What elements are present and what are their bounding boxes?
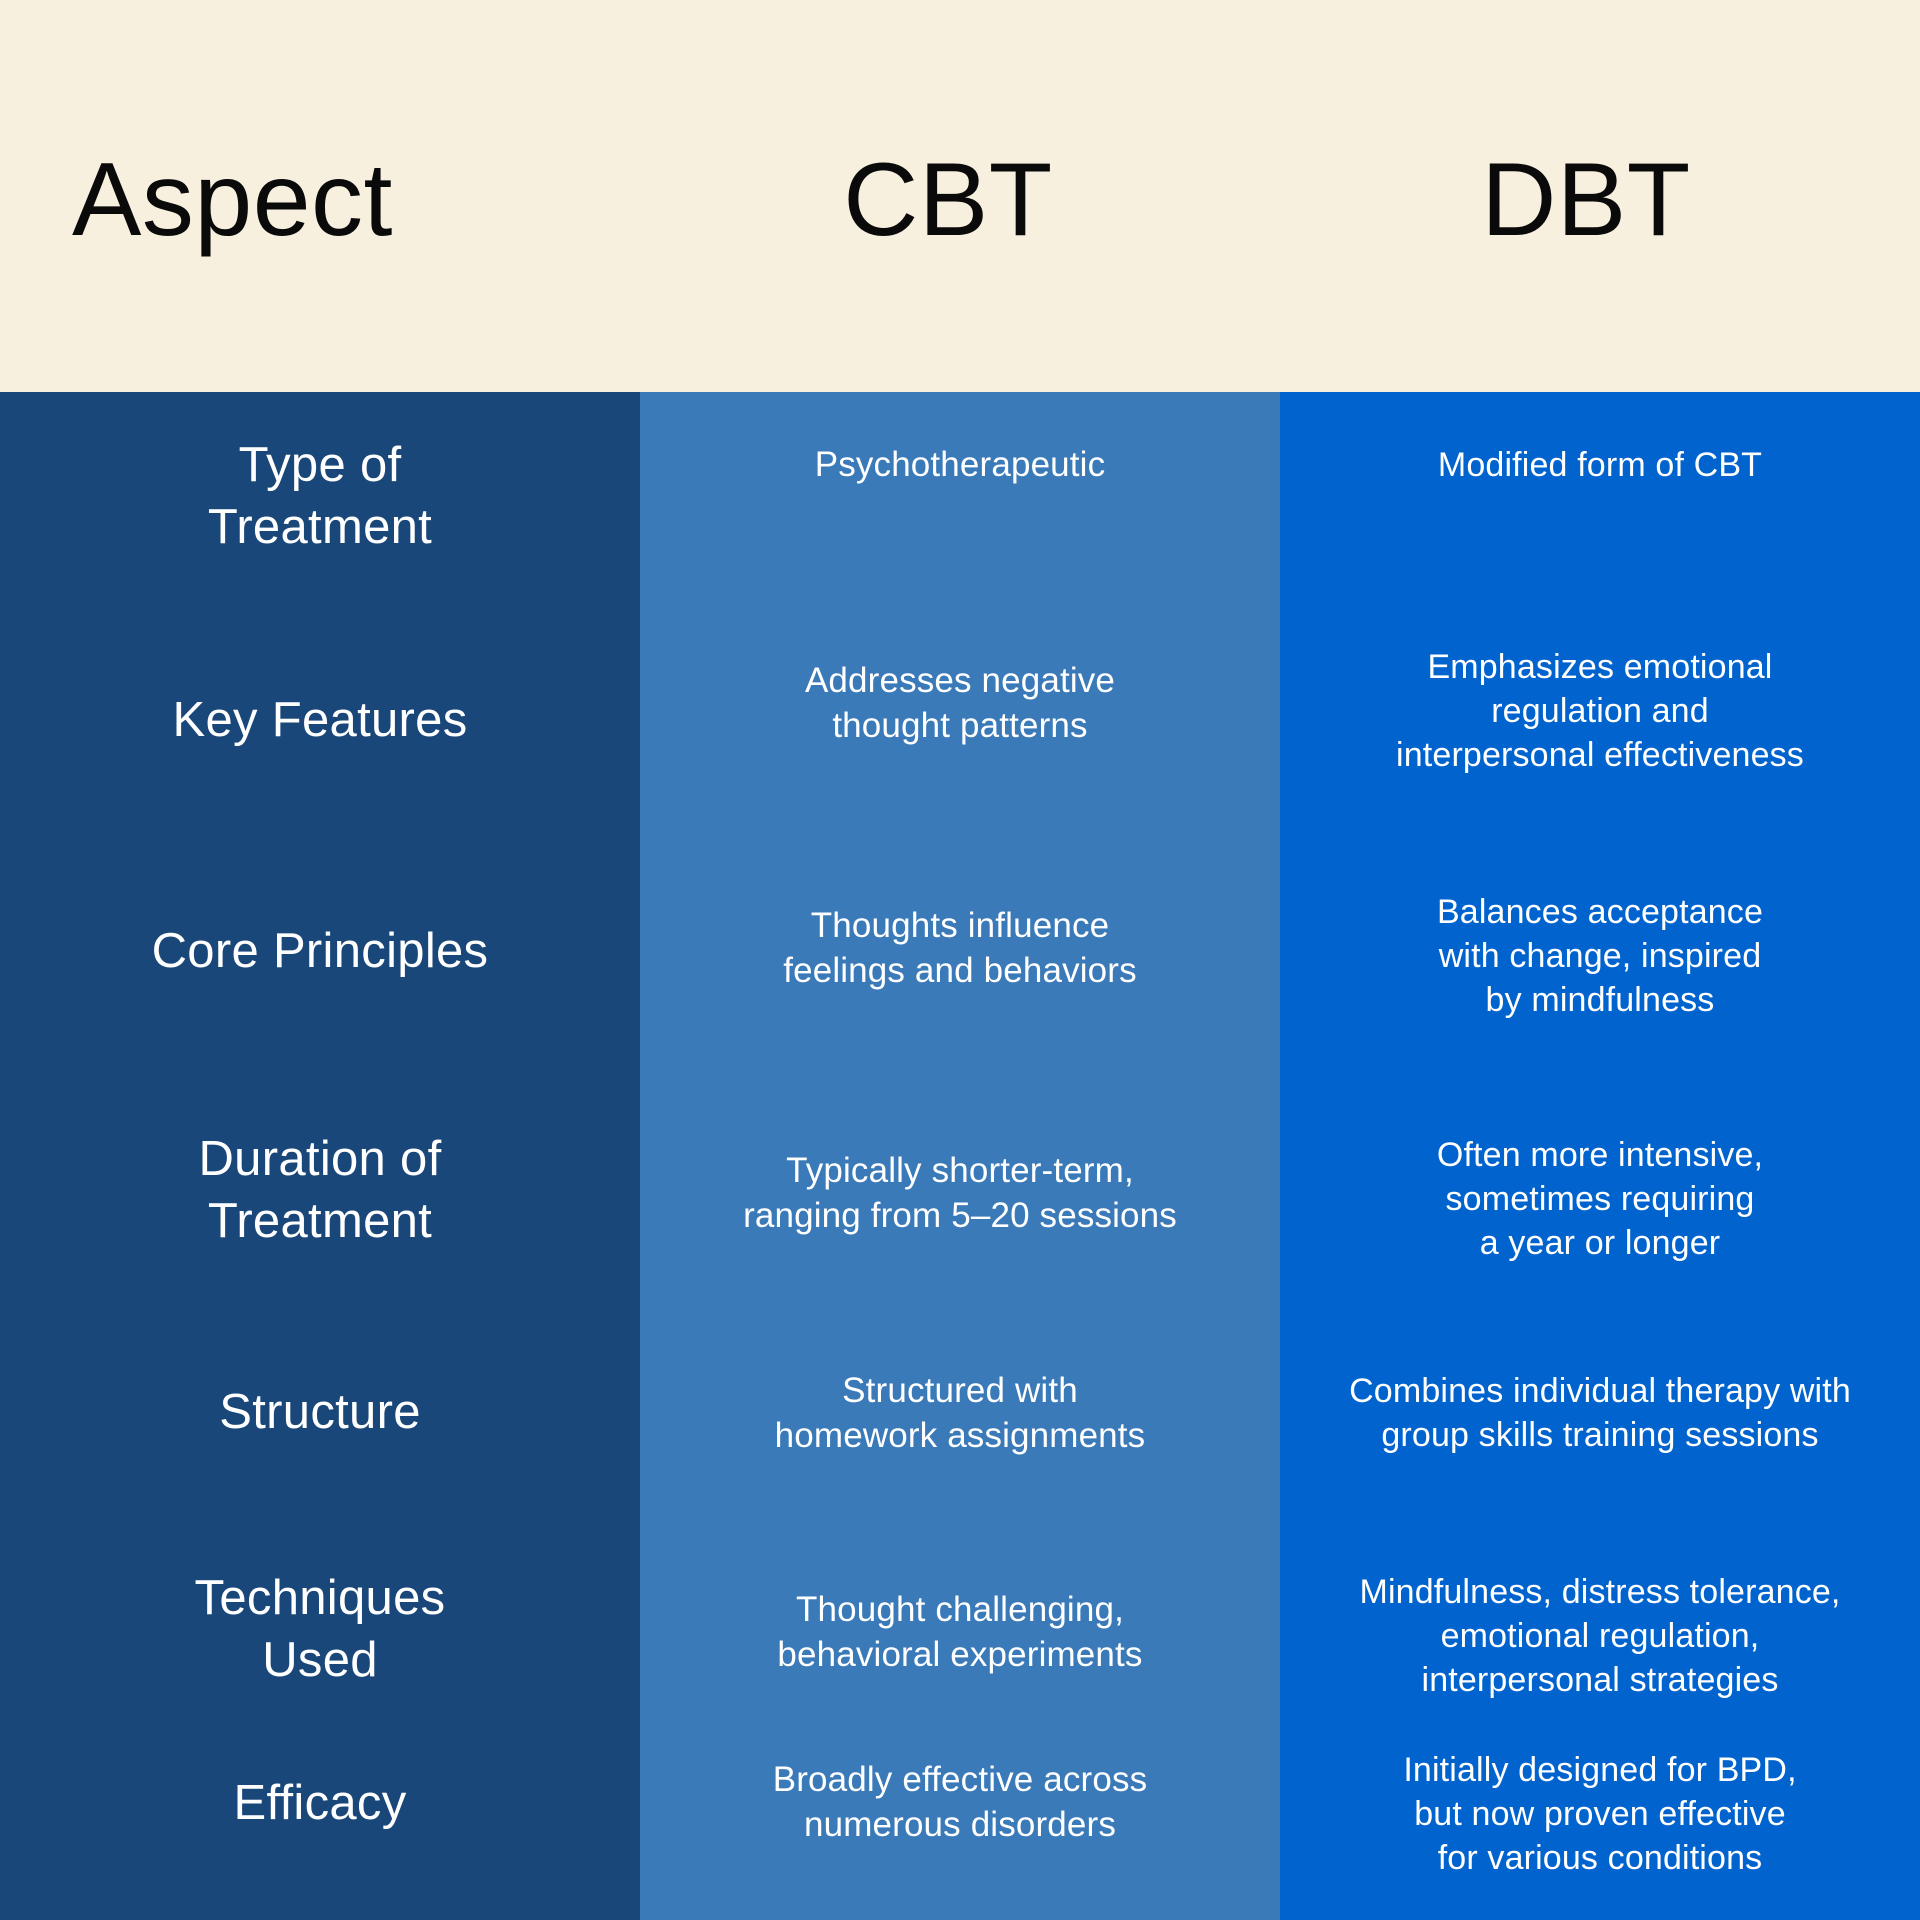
cbt-value: Typically shorter-term, ranging from 5–2… (743, 1150, 1177, 1236)
dbt-value: Initially designed for BPD, but now prov… (1403, 1750, 1797, 1878)
table-row: Techniques Used (0, 1516, 640, 1744)
dbt-value: Mindfulness, distress tolerance, emotion… (1359, 1572, 1841, 1700)
table-cell-dbt: Initially designed for BPD, but now prov… (1280, 1744, 1920, 1920)
table-cell-dbt: Often more intensive, sometimes requirin… (1280, 1072, 1920, 1310)
column-cbt: Psychotherapeutic Addresses negative tho… (640, 392, 1280, 1920)
table-cell-dbt: Mindfulness, distress tolerance, emotion… (1280, 1516, 1920, 1744)
dbt-value: Balances acceptance with change, inspire… (1436, 892, 1764, 1020)
aspect-label: Key Features (172, 693, 468, 748)
dbt-value: Emphasizes emotional regulation and inte… (1396, 647, 1804, 775)
table-row: Duration of Treatment (0, 1072, 640, 1310)
table-cell-cbt: Structured with homework assignments (640, 1310, 1280, 1516)
header-title-aspect: Aspect (72, 142, 393, 258)
header-title-cbt: CBT (843, 142, 1053, 258)
aspect-label: Techniques Used (194, 1571, 446, 1687)
table-cell-cbt: Thoughts influence feelings and behavior… (640, 832, 1280, 1072)
header-title-dbt: DBT (1481, 142, 1691, 258)
aspect-label: Type of Treatment (207, 438, 433, 554)
table-cell-dbt: Combines individual therapy with group s… (1280, 1310, 1920, 1516)
aspect-label: Efficacy (233, 1776, 407, 1831)
table-row: Structure (0, 1310, 640, 1516)
table-cell-dbt: Balances acceptance with change, inspire… (1280, 832, 1920, 1072)
table-row: Type of Treatment (0, 392, 640, 610)
cbt-value: Structured with homework assignments (774, 1370, 1146, 1456)
header-cell-cbt: CBT (640, 0, 1280, 392)
header-cell-aspect: Aspect (0, 0, 640, 392)
table-row: Core Principles (0, 832, 640, 1072)
column-aspect: Type of Treatment Key Features Core Prin… (0, 392, 640, 1920)
cbt-value: Addresses negative thought patterns (804, 660, 1116, 746)
aspect-label: Core Principles (151, 924, 489, 979)
table-cell-cbt: Thought challenging, behavioral experime… (640, 1516, 1280, 1744)
cbt-value: Broadly effective across numerous disord… (772, 1759, 1148, 1845)
dbt-value: Combines individual therapy with group s… (1349, 1371, 1851, 1454)
table-header: Aspect CBT DBT (0, 0, 1920, 392)
table-row: Efficacy (0, 1744, 640, 1920)
cbt-value: Thoughts influence feelings and behavior… (783, 905, 1137, 991)
cbt-value: Thought challenging, behavioral experime… (777, 1589, 1143, 1675)
dbt-value: Modified form of CBT (1437, 445, 1763, 484)
table-cell-cbt: Typically shorter-term, ranging from 5–2… (640, 1072, 1280, 1310)
table-cell-cbt: Psychotherapeutic (640, 392, 1280, 610)
aspect-label: Structure (219, 1385, 421, 1440)
table-cell-cbt: Addresses negative thought patterns (640, 610, 1280, 832)
table-cell-dbt: Modified form of CBT (1280, 392, 1920, 610)
table-row: Key Features (0, 610, 640, 832)
column-dbt: Modified form of CBT Emphasizes emotiona… (1280, 392, 1920, 1920)
dbt-value: Often more intensive, sometimes requirin… (1436, 1135, 1764, 1263)
table-body: Type of Treatment Key Features Core Prin… (0, 392, 1920, 1920)
table-cell-dbt: Emphasizes emotional regulation and inte… (1280, 610, 1920, 832)
table-cell-cbt: Broadly effective across numerous disord… (640, 1744, 1280, 1920)
header-cell-dbt: DBT (1280, 0, 1920, 392)
cbt-value: Psychotherapeutic (814, 445, 1106, 485)
aspect-label: Duration of Treatment (198, 1132, 442, 1248)
